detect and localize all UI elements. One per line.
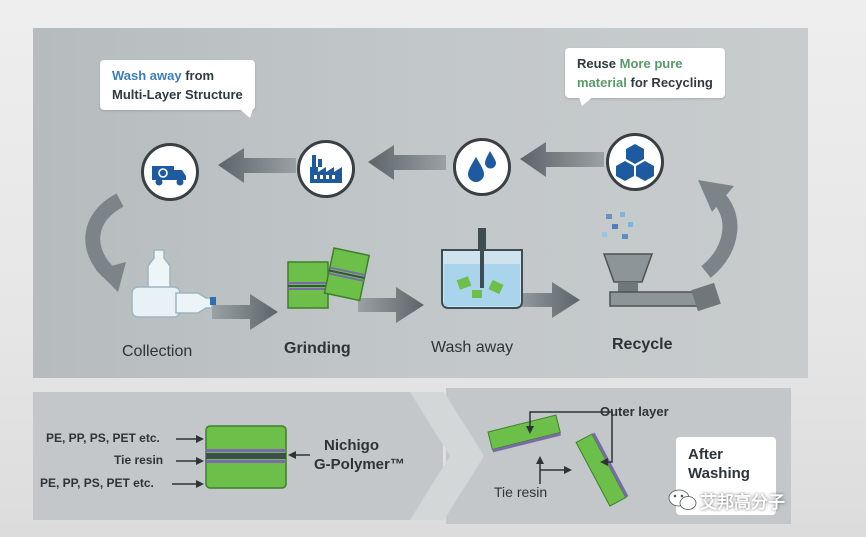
label-tie-resin: Tie resin (114, 453, 164, 467)
watermark-text: 艾邦高分子 (700, 493, 785, 512)
label-layer-bottom: PE, PP, PS, PET etc. (40, 476, 154, 490)
arrow-curve-left (85, 193, 126, 292)
stage-wash-away: Wash away (431, 339, 514, 356)
product-line1: Nichigo (324, 437, 379, 454)
callout-left-tail (236, 106, 254, 118)
callout-reuse-word: Reuse (577, 56, 617, 71)
factory-icon (297, 140, 355, 198)
callout-reuse: Reuse More pure material for Recycling (565, 48, 725, 98)
stage-recycle: Recycle (612, 336, 673, 353)
pellets-icon (606, 133, 664, 191)
arrow-bottom-1 (212, 294, 278, 330)
product-line2: G-Polymer™ (314, 456, 405, 473)
truck-recycle-icon (141, 143, 199, 201)
callout-material: material (577, 75, 627, 90)
label-layer-top: PE, PP, PS, PET etc. (46, 431, 160, 445)
stage-grinding: Grinding (284, 340, 351, 357)
label-outer-layer: Outer layer (600, 404, 669, 419)
product-name: Nichigo G-Polymer™ (314, 436, 405, 474)
after-washing-line2: Washing (688, 465, 750, 482)
callout-right-tail (578, 94, 596, 106)
arrow-top-3 (520, 142, 604, 177)
callout-wash-away: Wash away from Multi-Layer Structure (100, 60, 255, 110)
bottle-icon (131, 249, 216, 318)
water-drops-icon (453, 138, 511, 196)
extruder-icon (602, 212, 721, 312)
arrow-bottom-2 (358, 287, 424, 323)
callout-wash-away-rest: from (181, 68, 215, 83)
callout-reuse-rest: for Recycling (626, 75, 713, 90)
callout-wash-away-line2: Multi-Layer Structure (112, 87, 243, 102)
after-washing-title: After Washing (688, 445, 750, 483)
arrow-bottom-3 (512, 282, 580, 318)
wash-tank-icon (441, 228, 523, 309)
callout-more-pure: More pure (619, 56, 683, 71)
arrow-top-2 (368, 145, 446, 180)
arrow-top-1 (218, 148, 296, 183)
stage-collection: Collection (122, 343, 193, 360)
after-washing-line1: After (688, 446, 724, 463)
wechat-icon (668, 489, 697, 510)
callout-wash-away-highlight: Wash away (112, 68, 182, 83)
label-after-tie-resin: Tie resin (494, 484, 548, 500)
ground-flakes-icon (287, 247, 371, 309)
arrow-curve-right (698, 180, 738, 278)
